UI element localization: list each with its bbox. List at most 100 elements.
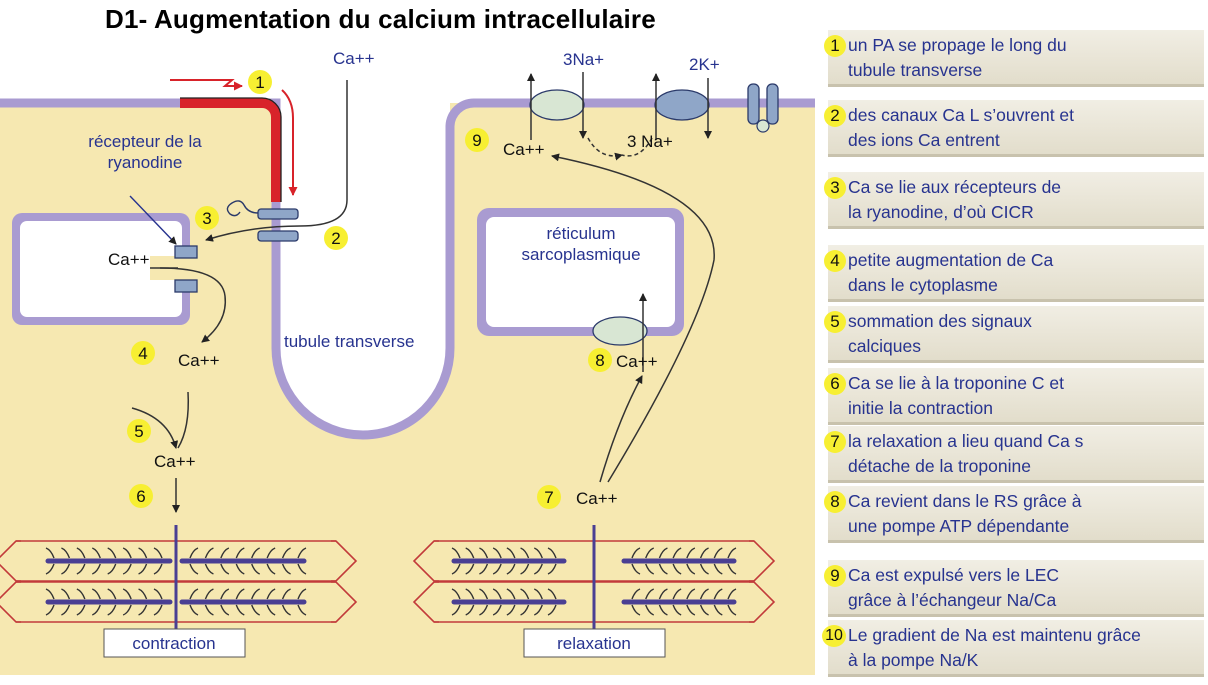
- step-card: [828, 426, 1204, 483]
- myosin-head: [61, 563, 71, 575]
- ryanodine-pointer: [129, 195, 177, 245]
- myosin-head: [220, 547, 230, 559]
- myosin-head: [235, 604, 245, 616]
- myosin-head: [266, 604, 276, 616]
- myosin-head: [727, 588, 737, 600]
- myosin-head: [686, 604, 696, 616]
- badge-2: 2: [324, 226, 348, 250]
- myosin-head: [204, 588, 214, 600]
- myosin-head: [686, 563, 696, 575]
- myosin-head: [492, 604, 502, 616]
- ca-to-sr-path: [599, 375, 643, 483]
- label-2k-top: 2K+: [689, 55, 720, 74]
- myosin-head: [713, 604, 723, 616]
- myosin-head: [506, 563, 516, 575]
- myosin-head: [520, 604, 530, 616]
- badge-5: 5: [127, 419, 151, 443]
- page-title: D1- Augmentation du calcium intracellula…: [105, 4, 656, 34]
- myosin-head: [520, 547, 530, 559]
- myosin-head: [533, 588, 543, 600]
- badge-3: 3: [195, 206, 219, 230]
- myosin-head: [204, 547, 214, 559]
- label-ryanodine-line2: ryanodine: [108, 153, 183, 172]
- svg-text:7: 7: [544, 488, 553, 507]
- myosin-head: [122, 604, 132, 616]
- myosin-head: [122, 547, 132, 559]
- myosin-head: [220, 588, 230, 600]
- myosin-head: [492, 563, 502, 575]
- myosin-head: [281, 604, 291, 616]
- myosin-head: [138, 547, 148, 559]
- myosin-head: [91, 547, 101, 559]
- step-card: [828, 100, 1204, 157]
- myosin-head: [204, 563, 214, 575]
- myosin-head: [251, 604, 261, 616]
- step-card: [828, 560, 1204, 617]
- myosin-head: [533, 547, 543, 559]
- label-3na-mid: 3 Na+: [627, 132, 673, 151]
- myosin-head: [235, 563, 245, 575]
- myosin-head: [45, 588, 55, 600]
- summation-arrow-right: [177, 391, 190, 449]
- myosin-head: [727, 547, 737, 559]
- myosin-head: [45, 604, 55, 616]
- myosin-head: [45, 563, 55, 575]
- myosin-head: [91, 588, 101, 600]
- myosin-head: [672, 588, 682, 600]
- myosin-head: [61, 588, 71, 600]
- myosin-head: [727, 563, 737, 575]
- step-text: Ca se lie à la troponine C et initie la …: [848, 373, 1064, 418]
- myosin-head: [451, 563, 461, 575]
- step-card: [828, 486, 1204, 543]
- myosin-head: [658, 563, 668, 575]
- myosin-head: [138, 563, 148, 575]
- action-potential-segment: [180, 98, 281, 202]
- step-card: [828, 306, 1204, 363]
- myosin-head: [251, 563, 261, 575]
- myosin-head: [189, 547, 199, 559]
- badge-6: 6: [129, 484, 153, 508]
- badge-8: 8: [588, 348, 612, 372]
- label-contraction: contraction: [132, 634, 215, 653]
- myosin-head: [645, 604, 655, 616]
- myosin-head: [479, 588, 489, 600]
- step-text: un PA se propage le long du tubule trans…: [848, 35, 1067, 80]
- label-sr-line2: sarcoplasmique: [521, 245, 640, 264]
- myosin-head: [281, 547, 291, 559]
- myosin-head: [465, 604, 475, 616]
- myosin-head: [138, 604, 148, 616]
- sarcolemma: [0, 98, 815, 440]
- myosin-head: [465, 563, 475, 575]
- myosin-head: [251, 547, 261, 559]
- step-number-badge: 8: [824, 491, 846, 513]
- step-number-badge: 4: [824, 250, 846, 272]
- myosin-head: [76, 547, 86, 559]
- myosin-head: [533, 604, 543, 616]
- sr-left-lumen: [20, 221, 182, 317]
- myosin-head: [220, 563, 230, 575]
- myosin-head: [547, 604, 557, 616]
- na-k-pump: [654, 89, 710, 121]
- myosin-head: [76, 604, 86, 616]
- myosin-head: [281, 588, 291, 600]
- myosin-head: [686, 547, 696, 559]
- label-ca-4: Ca++: [178, 351, 220, 370]
- myosin-head: [672, 604, 682, 616]
- svg-text:8: 8: [595, 351, 604, 370]
- ca-to-exchanger-path: [551, 153, 715, 483]
- myosin-head: [713, 588, 723, 600]
- myosin-head: [235, 588, 245, 600]
- myosin-head: [520, 563, 530, 575]
- label-3na-top: 3Na+: [563, 50, 604, 69]
- svg-text:1: 1: [255, 73, 264, 92]
- contraction-box: [103, 628, 246, 658]
- myosin-head: [76, 588, 86, 600]
- channel-tail: [226, 200, 259, 217]
- label-sr-line1: réticulum: [547, 224, 616, 243]
